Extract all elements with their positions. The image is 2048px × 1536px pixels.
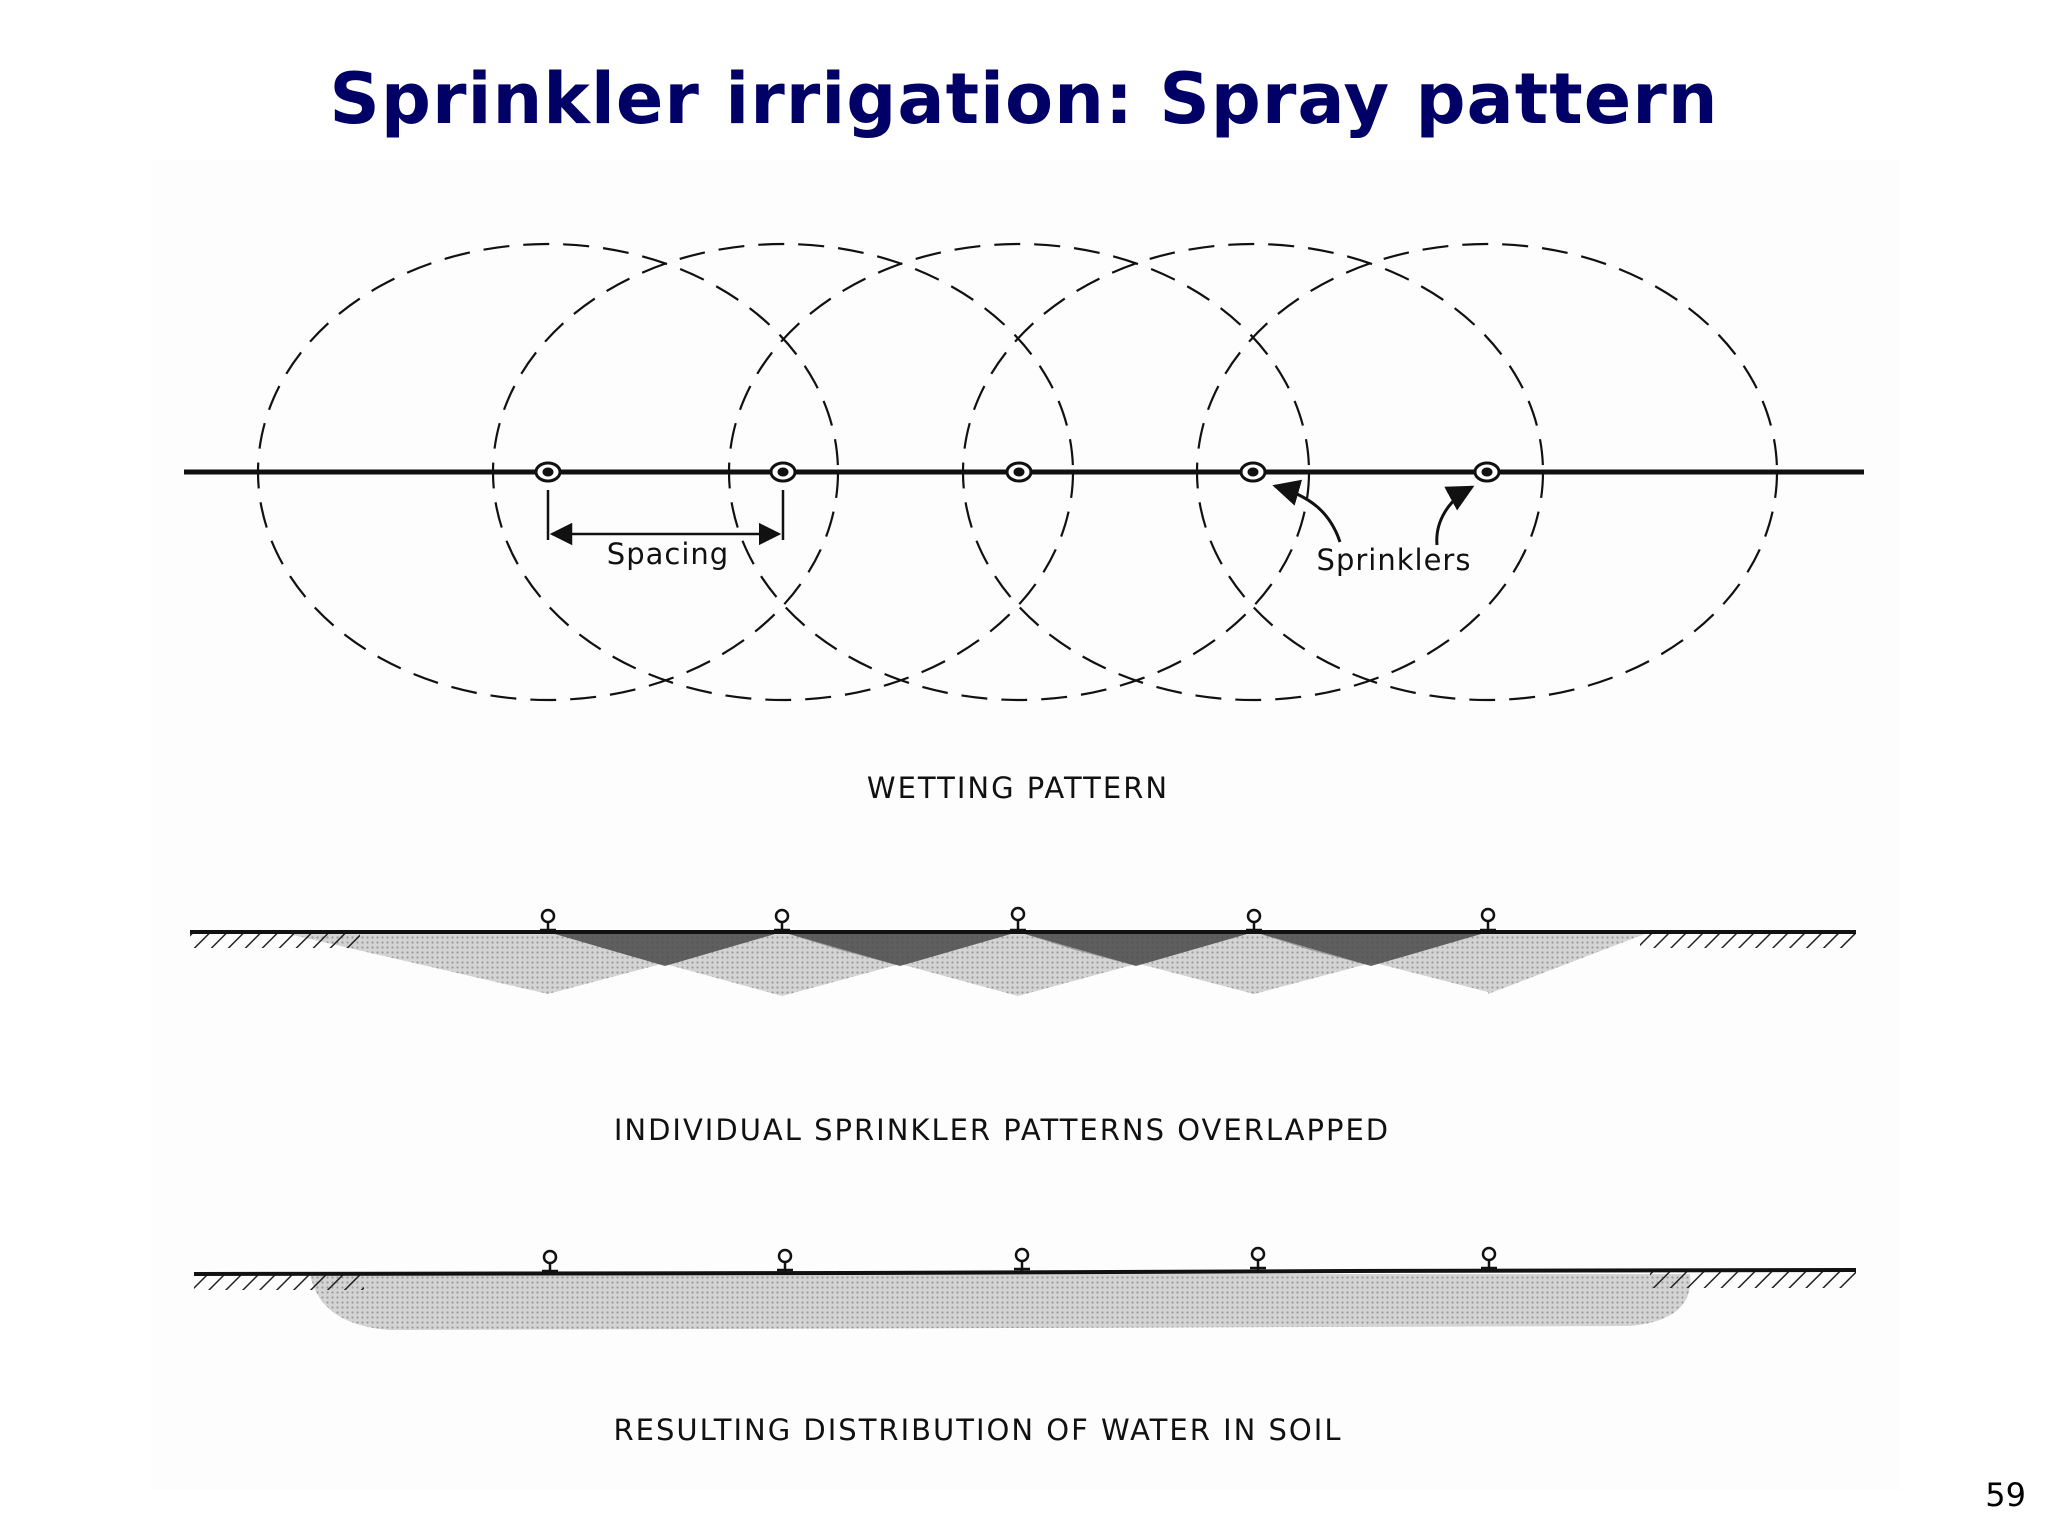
sprinkler-head — [1005, 461, 1033, 483]
ground-surface — [193, 1268, 1857, 1276]
overlap-caption: INDIVIDUAL SPRINKLER PATTERNS OVERLAPPED — [614, 1113, 1390, 1147]
sprinkler-riser — [540, 908, 556, 932]
ground-hatch-right — [1650, 1272, 1856, 1288]
sprinklers-callout — [1272, 479, 1475, 546]
sprinkler-head — [1239, 461, 1267, 483]
spacing-dimension — [546, 490, 785, 546]
distribution-caption: RESULTING DISTRIBUTION OF WATER IN SOIL — [614, 1413, 1343, 1447]
overlap-panel: INDIVIDUAL SPRINKLER PATTERNS OVERLAPPED — [190, 906, 1856, 1147]
sprinkler-riser — [1010, 906, 1026, 932]
wetting-pattern-caption: WETTING PATTERN — [867, 771, 1169, 805]
ground-hatch-left — [194, 1274, 364, 1290]
sprinklers-label: Sprinklers — [1317, 543, 1472, 577]
sprinkler-head — [769, 461, 797, 483]
uniform-wetted-zone — [310, 1274, 1691, 1330]
sprinkler-riser — [1014, 1247, 1030, 1272]
sprinkler-riser — [542, 1249, 558, 1274]
overlap-zones-dark — [548, 932, 1488, 966]
spray-pattern-figure: Spacing Sprinklers WETTING PATTERN — [150, 160, 1900, 1490]
sprinkler-risers — [540, 906, 1496, 932]
slide-title: Sprinkler irrigation: Spray pattern — [329, 58, 1719, 140]
distribution-panel: RESULTING DISTRIBUTION OF WATER IN SOIL — [193, 1246, 1857, 1447]
sprinkler-riser — [1480, 907, 1496, 932]
sprinkler-riser — [774, 908, 790, 932]
ground-hatch-left — [190, 932, 360, 948]
sprinkler-riser — [1250, 1246, 1266, 1271]
sprinkler-head — [1473, 461, 1501, 483]
spray-pattern-diagram: Spacing Sprinklers WETTING PATTERN — [184, 242, 1864, 1447]
sprinkler-riser — [777, 1248, 793, 1273]
spacing-label: Spacing — [607, 537, 729, 571]
page-number: 59 — [1985, 1476, 2026, 1514]
sprinkler-riser — [1246, 908, 1262, 932]
sprinkler-riser — [1481, 1246, 1497, 1271]
wetting-pattern-panel: Spacing Sprinklers WETTING PATTERN — [184, 242, 1864, 805]
sprinkler-risers — [542, 1246, 1497, 1274]
overlap-zones-mid — [548, 932, 1371, 966]
ground-hatch-right — [1640, 932, 1856, 948]
sprinkler-heads — [534, 461, 1501, 483]
sprinkler-head — [534, 461, 562, 483]
